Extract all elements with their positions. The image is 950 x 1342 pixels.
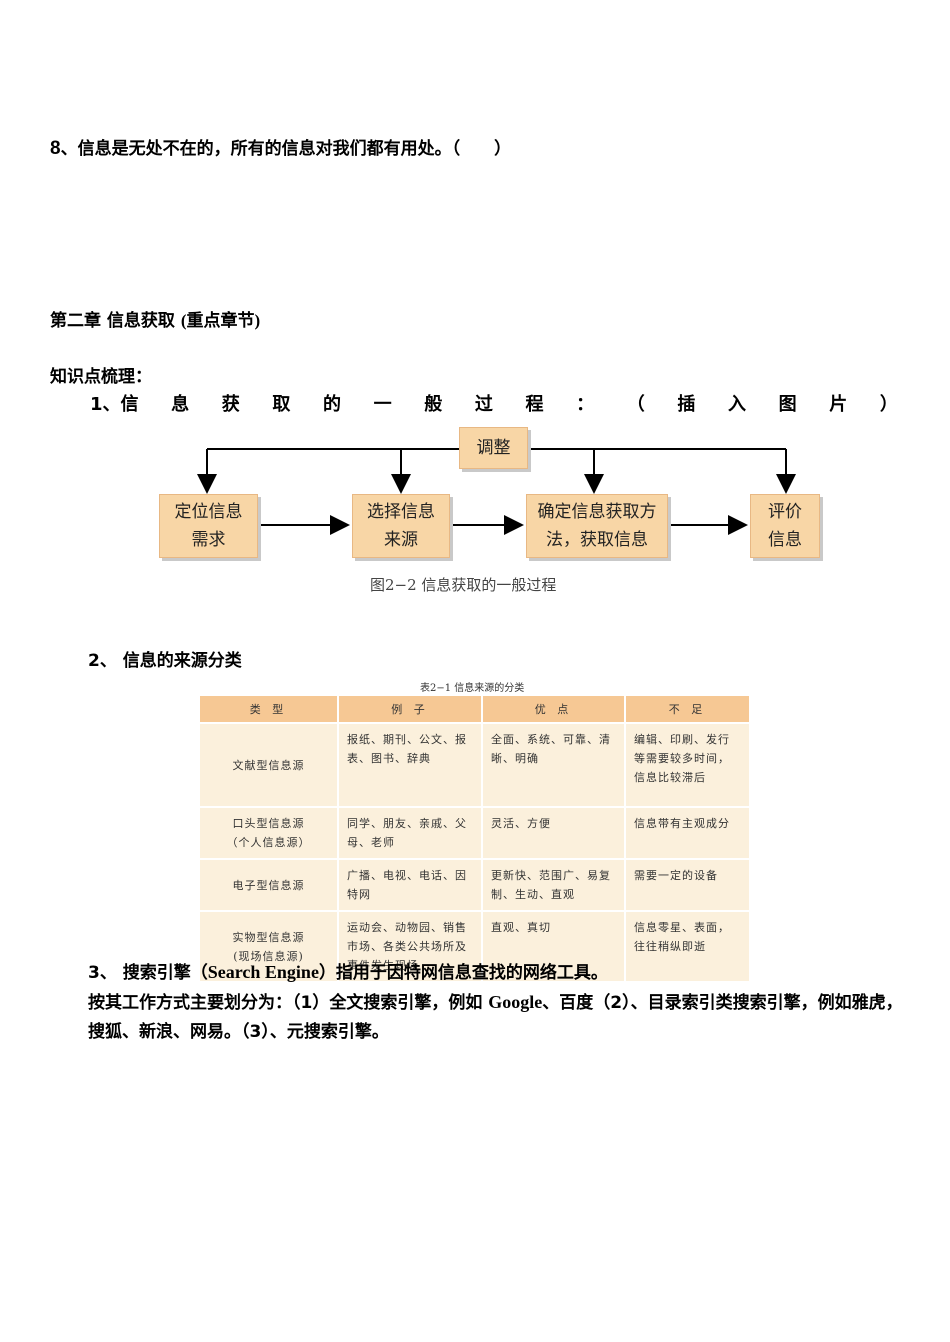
cell-pros: 更新快、范围广、易复制、生动、直观 (482, 859, 626, 912)
box-text: 信息 (768, 530, 802, 550)
header-pros: 优 点 (482, 696, 626, 724)
item1-char: ： (576, 394, 595, 415)
cell-type: 实物型信息源 (现场信息源) (200, 911, 339, 983)
figure-caption: 图2−2 信息获取的一般过程 (370, 576, 557, 594)
question-number: 8 (50, 138, 61, 159)
source-table: 类 型 例 子 优 点 不 足 文献型信息源 报纸、期刊、公文、报表、图书、辞典… (200, 696, 749, 983)
item1-char: 般 (424, 394, 443, 415)
item1-heading: 1、信 息 获 取 的 一 般 过 程 ： （ 插 入 图 片 ） (90, 390, 898, 416)
cell-cons: 信息零星、表面，往往稍纵即逝 (625, 911, 749, 983)
box-text: 评价 (768, 502, 802, 522)
table-header-row: 类 型 例 子 优 点 不 足 (200, 696, 749, 724)
table-row: 电子型信息源 广播、电视、电话、因特网 更新快、范围广、易复制、生动、直观 需要… (200, 859, 749, 912)
cell-type: 口头型信息源 （个人信息源） (200, 807, 339, 860)
box-evaluate: 评价信息 (750, 494, 820, 558)
type-label: 文献型信息源 (232, 758, 305, 772)
item1-char: 片 (829, 394, 848, 415)
question-text: 、信息是无处不在的，所有的信息对我们都有用处。（ ） (60, 139, 512, 159)
knowledge-label: 知识点梳理： (50, 367, 152, 387)
item1-char: 获 (221, 394, 240, 415)
cell-cons: 信息带有主观成分 (625, 807, 749, 860)
cell-example: 广播、电视、电话、因特网 (338, 859, 483, 912)
header-type: 类 型 (200, 696, 339, 724)
box-text: 定位信息 (174, 502, 243, 522)
table-caption: 表2−1 信息来源的分类 (420, 683, 525, 694)
chapter-title: 第二章 信息获取 (50, 311, 181, 331)
cell-pros: 灵活、方便 (482, 807, 626, 860)
cell-pros: 直观、真切 (482, 911, 626, 983)
header-cons: 不 足 (625, 696, 749, 724)
cell-cons: 需要一定的设备 (625, 859, 749, 912)
table-row: 实物型信息源 (现场信息源) 运动会、动物园、销售市场、各类公共场所及事件发生现场… (200, 911, 749, 983)
item1-char: ） (879, 394, 898, 415)
item1-char: 过 (474, 394, 493, 415)
item1-char: 程 (525, 394, 544, 415)
item3-term: Search Engine (207, 962, 319, 982)
box-determine-method: 确定信息获取方法，获取信息 (526, 494, 668, 558)
item1-char: 息 (171, 394, 190, 415)
box-text: 选择信息 (367, 502, 435, 522)
cell-type: 文献型信息源 (200, 723, 339, 808)
type-sublabel: (现场信息源) (233, 949, 304, 963)
box-select-source: 选择信息来源 (352, 494, 450, 558)
cell-pros: 全面、系统、可靠、清晰、明确 (482, 723, 626, 808)
box-text: 法，获取信息 (546, 530, 648, 550)
item3-text: 3、 搜索引擎（ (88, 963, 208, 983)
item3-term: Google (488, 992, 543, 1012)
item3-text: 按其工作方式主要划分为：（1）全文搜索引擎，例如 (88, 993, 489, 1013)
process-flowchart: 调整 定位信息需求 选择信息来源 确定信息获取方法，获取信息 评价信息 (150, 420, 830, 605)
box-text: 来源 (384, 530, 418, 550)
chapter-heading: 第二章 信息获取 (重点章节) (50, 306, 260, 331)
item1-char: 图 (778, 394, 797, 415)
cell-cons: 编辑、印刷、发行等需要较多时间，信息比较滞后 (625, 723, 749, 808)
box-text: 确定信息获取方 (537, 502, 657, 522)
question-8: 8、信息是无处不在的，所有的信息对我们都有用处。（ ） (50, 134, 511, 160)
box-locate-need: 定位信息需求 (159, 494, 258, 558)
flowchart-arrows (197, 448, 796, 535)
type-sublabel: （个人信息源） (226, 836, 311, 849)
cell-example: 报纸、期刊、公文、报表、图书、辞典 (338, 723, 483, 808)
item1-char: 1、信 (90, 394, 139, 415)
box-text: 需求 (191, 530, 226, 550)
chapter-note: (重点章节) (180, 311, 261, 330)
header-example: 例 子 (338, 696, 483, 724)
cell-type: 电子型信息源 (200, 859, 339, 912)
box-adjust: 调整 (459, 427, 528, 469)
item2-heading: 2、 信息的来源分类 (88, 651, 242, 671)
item1-char: 入 (728, 394, 747, 415)
cell-example: 运动会、动物园、销售市场、各类公共场所及事件发生现场 (338, 911, 483, 983)
item1-char: 插 (677, 394, 696, 415)
item3-line2: 按其工作方式主要划分为：（1）全文搜索引擎，例如 Google、百度（2）、目录… (88, 988, 918, 1047)
item1-char: 的 (323, 394, 342, 415)
item3-paragraph: 3、 搜索引擎（Search Engine）指用于因特网信息查找的网络工具。 按… (88, 958, 918, 1047)
box-adjust-label: 调整 (476, 438, 511, 458)
item1-char: 一 (373, 394, 392, 415)
cell-example: 同学、朋友、亲戚、父母、老师 (338, 807, 483, 860)
type-label: 口头型信息源 (232, 817, 305, 830)
table-row: 文献型信息源 报纸、期刊、公文、报表、图书、辞典 全面、系统、可靠、清晰、明确 … (200, 723, 749, 808)
item3-text: 、百度（2）、目录索引类搜索引擎，例如雅虎，搜狐、新浪、网易。（3）、元搜索引擎… (88, 993, 903, 1042)
item1-char: 取 (272, 394, 291, 415)
type-label: 实物型信息源 (232, 930, 305, 944)
item3-line1: 3、 搜索引擎（Search Engine）指用于因特网信息查找的网络工具。 (88, 958, 918, 988)
table-row: 口头型信息源 （个人信息源） 同学、朋友、亲戚、父母、老师 灵活、方便 信息带有主… (200, 807, 749, 860)
type-label: 电子型信息源 (232, 878, 305, 892)
item3-text: ）指用于因特网信息查找的网络工具。 (318, 963, 608, 983)
item1-char: （ (626, 394, 645, 415)
